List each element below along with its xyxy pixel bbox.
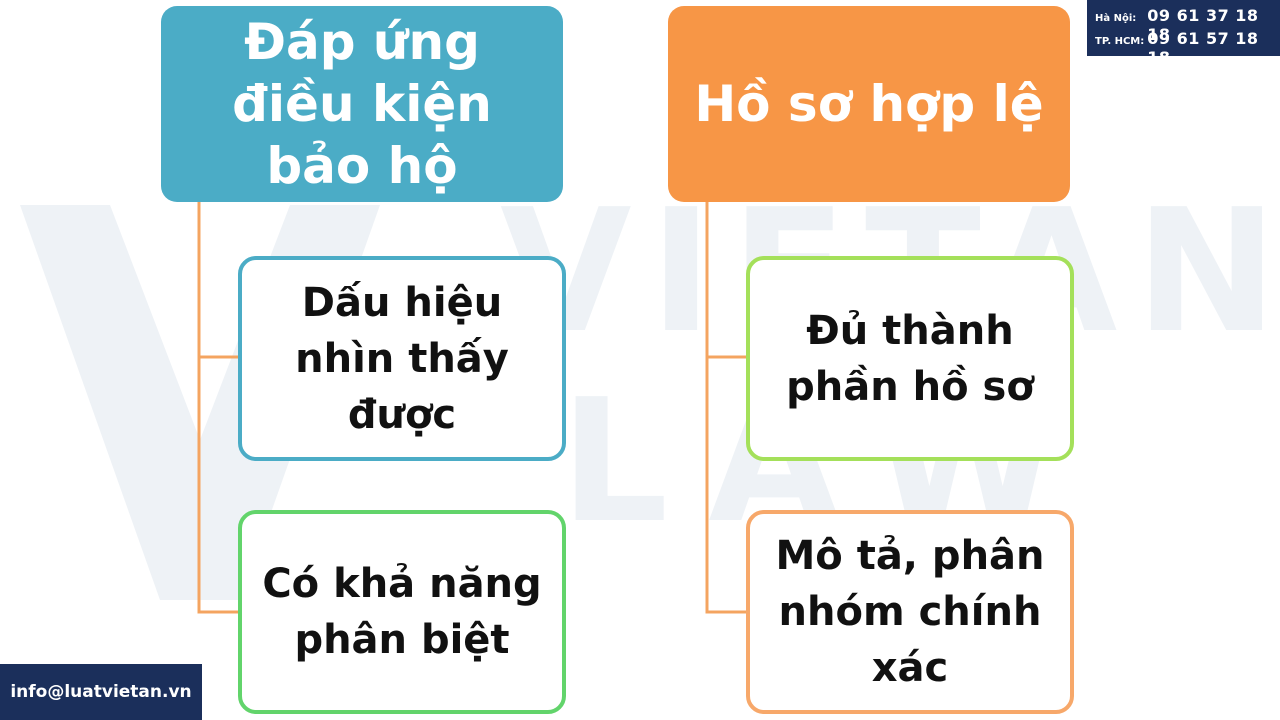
contact-row-hanoi: Hà Nội: 09 61 37 18 18 — [1095, 6, 1274, 44]
left-child-1: Dấu hiệu nhìn thấy được — [238, 256, 566, 461]
right-child-2: Mô tả, phân nhóm chính xác — [746, 510, 1074, 714]
left-header-title: Đáp ứng điều kiện bảo hộ — [232, 13, 492, 195]
contact-panel: Hà Nội: 09 61 37 18 18 TP. HCM: 09 61 57… — [1087, 0, 1280, 67]
email-banner[interactable]: info@luatvietan.vn — [0, 664, 202, 720]
left-header-box: Đáp ứng điều kiện bảo hộ — [161, 6, 563, 202]
contact-row-hcm: TP. HCM: 09 61 57 18 18 — [1095, 29, 1274, 67]
email-text[interactable]: info@luatvietan.vn — [10, 682, 192, 702]
right-header-title: Hồ sơ hợp lệ — [694, 75, 1044, 133]
left-child-2: Có khả năng phân biệt — [238, 510, 566, 714]
right-child-1-label: Đủ thành phần hồ sơ — [786, 307, 1034, 410]
contact-label-hcm: TP. HCM: — [1095, 36, 1145, 47]
connector-left — [197, 202, 238, 614]
contact-label-hanoi: Hà Nội: — [1095, 13, 1137, 24]
left-child-2-label: Có khả năng phân biệt — [262, 561, 542, 663]
connector-right — [705, 202, 746, 614]
contact-phone-hanoi[interactable]: 09 61 37 18 18 — [1147, 6, 1259, 44]
right-child-1: Đủ thành phần hồ sơ — [746, 256, 1074, 461]
left-child-1-label: Dấu hiệu nhìn thấy được — [295, 279, 509, 438]
contact-phone-hcm[interactable]: 09 61 57 18 18 — [1147, 29, 1259, 67]
right-header-box: Hồ sơ hợp lệ — [668, 6, 1070, 202]
right-child-2-label: Mô tả, phân nhóm chính xác — [775, 533, 1045, 691]
